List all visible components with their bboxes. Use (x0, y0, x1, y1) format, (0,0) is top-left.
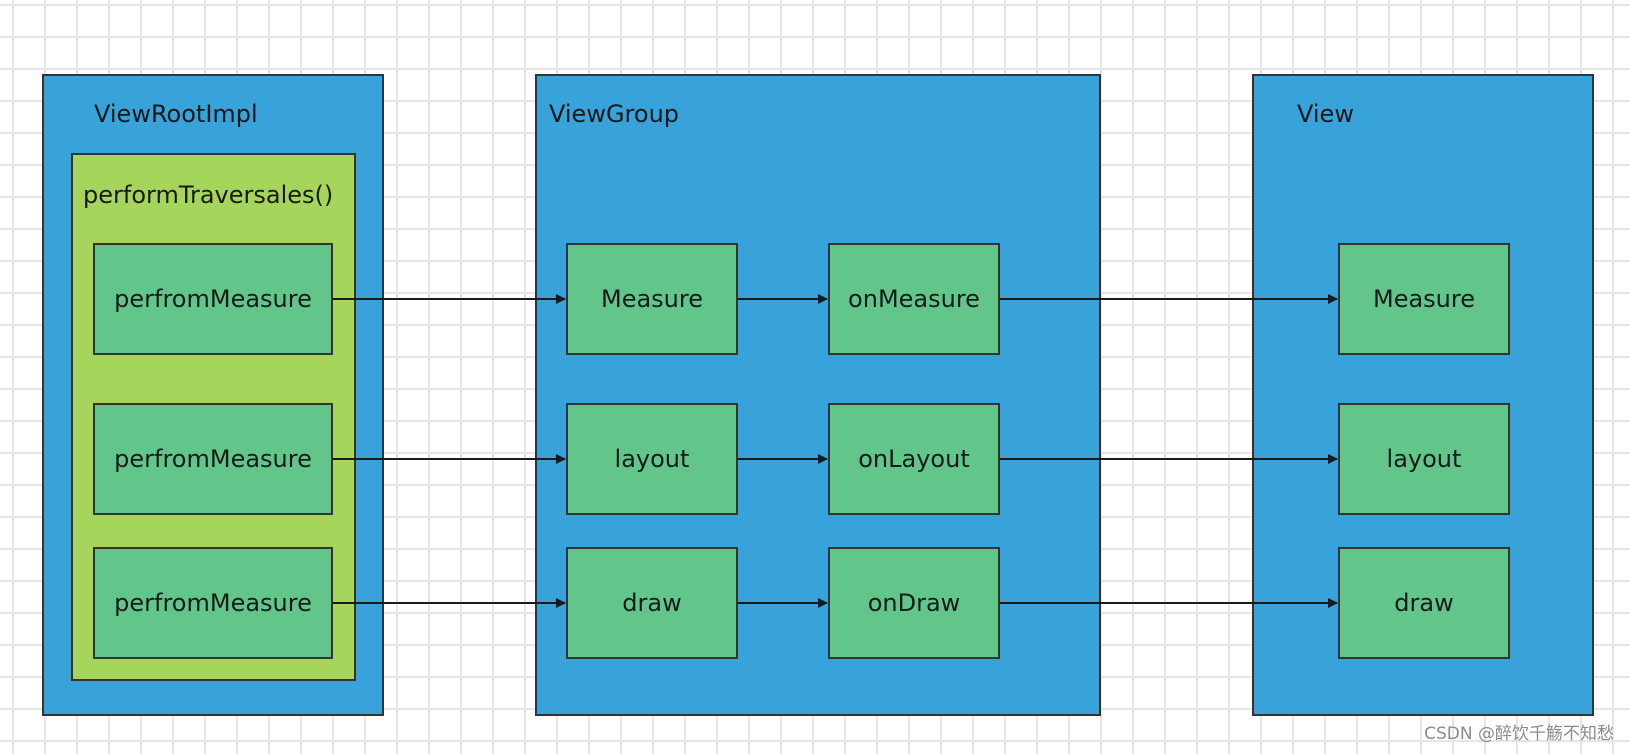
view-draw-node: draw (1338, 547, 1510, 659)
perfrom-measure-node-2: perfromMeasure (93, 403, 333, 515)
viewgroup-draw-node: draw (566, 547, 738, 659)
viewgroup-onmeasure-node: onMeasure (828, 243, 1000, 355)
view-measure-node: Measure (1338, 243, 1510, 355)
viewgroup-layout-node: layout (566, 403, 738, 515)
perfrom-measure-node-1: perfromMeasure (93, 243, 333, 355)
viewgroup-measure-node: Measure (566, 243, 738, 355)
view-title: View (1297, 100, 1354, 128)
viewrootimpl-title: ViewRootImpl (94, 100, 258, 128)
viewgroup-onlayout-node: onLayout (828, 403, 1000, 515)
watermark: CSDN @醉饮千觞不知愁 (1424, 724, 1614, 744)
view-layout-node: layout (1338, 403, 1510, 515)
viewgroup-title: ViewGroup (549, 100, 680, 128)
perfrom-measure-node-3: perfromMeasure (93, 547, 333, 659)
perform-traversales-title: performTraversales() (83, 181, 334, 209)
viewgroup-ondraw-node: onDraw (828, 547, 1000, 659)
